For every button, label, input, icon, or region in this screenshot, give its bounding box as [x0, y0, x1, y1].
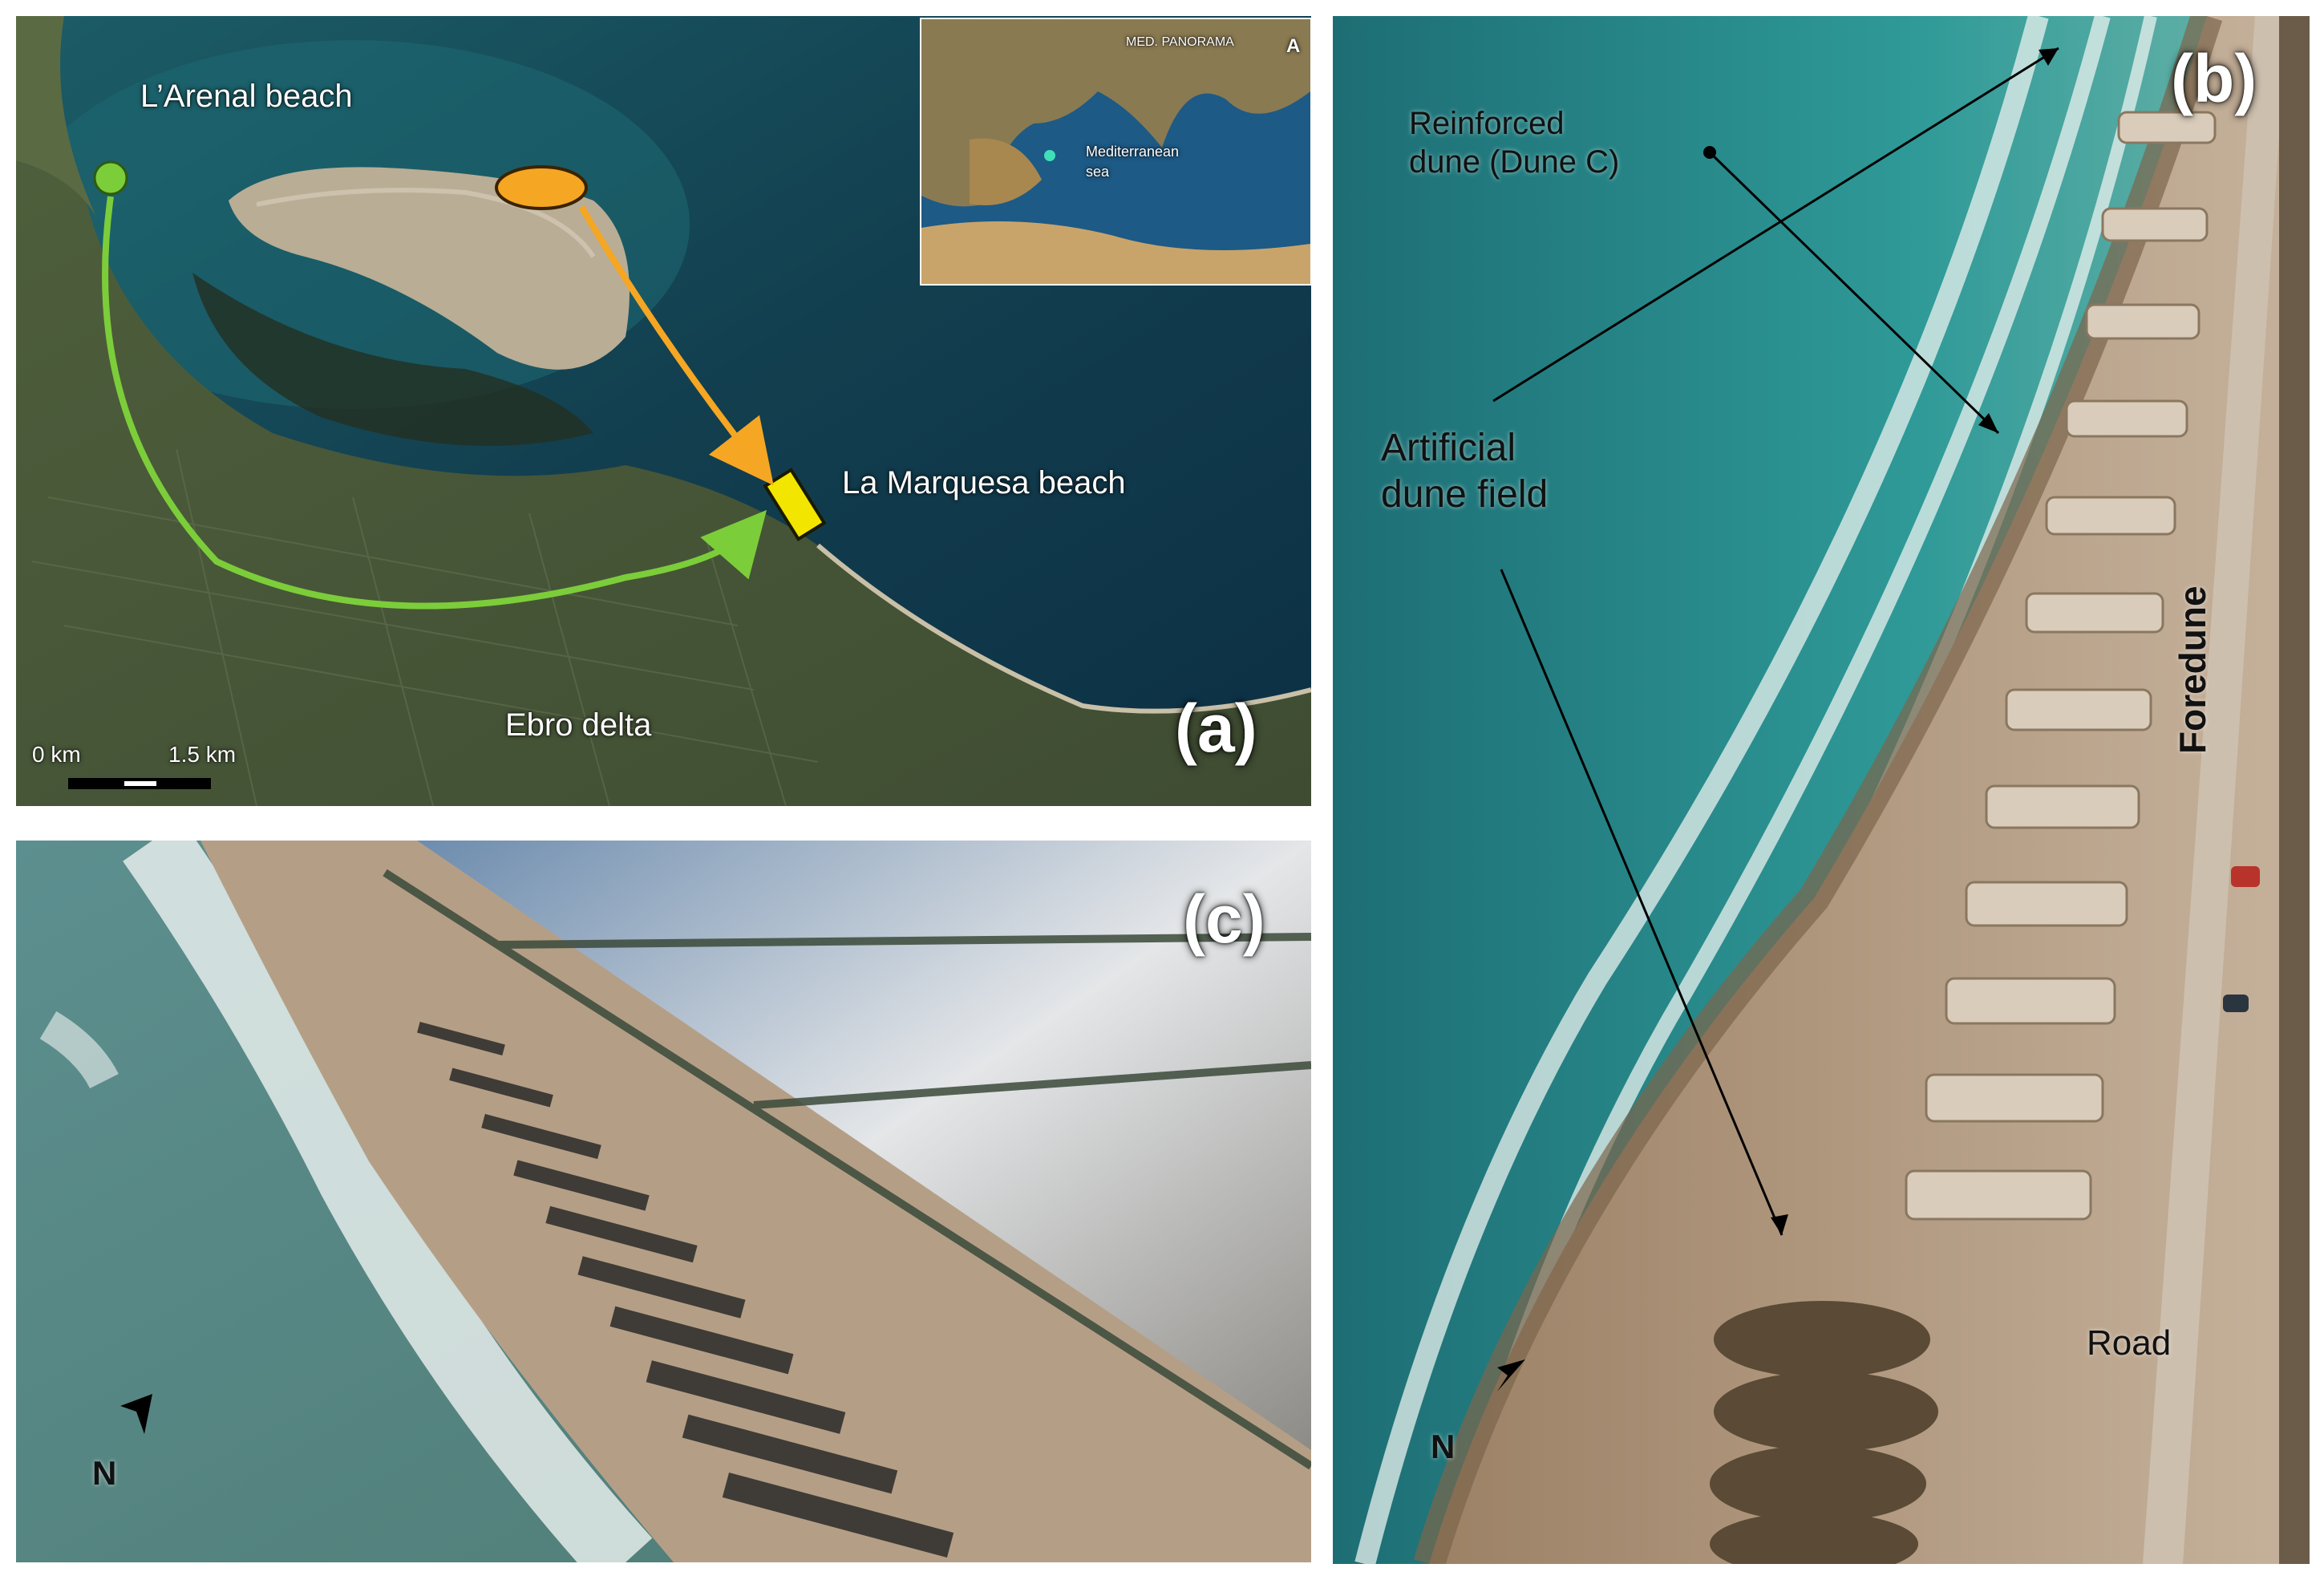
panel-b-letter: (b): [2171, 41, 2257, 116]
inset-map: MED. PANORAMA A Mediterranean sea: [920, 18, 1311, 286]
inset-map-image: [921, 19, 1310, 284]
reinforced-dune-label-line2: dune (Dune C): [1409, 144, 1620, 180]
artificial-dune-field-label-line2: dune field: [1381, 472, 1549, 516]
aerial-dune-image: [1333, 16, 2310, 1564]
ebro-delta-label: Ebro delta: [505, 707, 652, 743]
oblique-coast-image: [16, 841, 1311, 1562]
north-label-b: N: [1431, 1428, 1456, 1465]
inset-sea-label-1: Mediterranean: [1086, 144, 1180, 160]
marquesa-beach-label: La Marquesa beach: [842, 465, 1126, 500]
panel-c-oblique-photo: N (c): [16, 841, 1311, 1562]
artificial-dune-field-label: Artificial dune field: [1381, 425, 1548, 517]
scale-start-label: 0 km: [32, 742, 81, 767]
reinforced-dune-label-line1: Reinforced: [1409, 106, 1565, 141]
reinforced-dune-label: Reinforced dune (Dune C): [1409, 104, 1619, 181]
scale-end-label: 1.5 km: [168, 742, 237, 767]
panel-c-letter: (c): [1183, 881, 1265, 957]
north-label-c: N: [92, 1454, 117, 1492]
foredune-label: Foredune: [2172, 585, 2213, 754]
road-label: Road: [2087, 1323, 2172, 1363]
panel-a-letter: (a): [1175, 691, 1257, 766]
panel-b-aerial-dune-field: Reinforced dune (Dune C) Artificial dune…: [1333, 16, 2310, 1564]
arenal-beach-label: L’Arenal beach: [140, 79, 353, 114]
inset-top-text: MED. PANORAMA: [1126, 35, 1234, 49]
inset-sea-label-2: sea: [1086, 164, 1110, 180]
artificial-dune-field-label-line1: Artificial: [1381, 427, 1516, 469]
panel-a-satellite-map: MED. PANORAMA A Mediterranean sea L’Aren…: [16, 16, 1311, 806]
inset-north-mark: A: [1286, 35, 1301, 57]
